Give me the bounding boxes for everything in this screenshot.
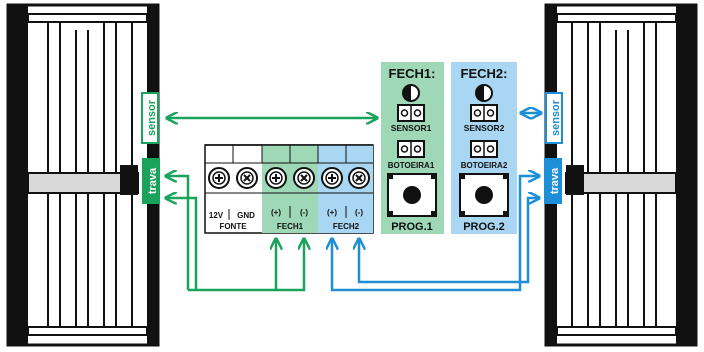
fech1-panel: FECH1: SENSOR1 BOTOEIRA1 bbox=[381, 62, 444, 234]
label-fonte: FONTE bbox=[219, 222, 247, 231]
terminal-block: 12V GND FONTE (+) (-) FECH1 (+) (-) FECH… bbox=[204, 144, 374, 234]
fech2-title: FECH2: bbox=[461, 66, 508, 81]
sensor2-label: SENSOR2 bbox=[464, 123, 505, 133]
label-fech1: FECH1 bbox=[277, 222, 304, 231]
blue-trava-wires bbox=[332, 176, 538, 292]
sensor2-connector bbox=[470, 104, 498, 122]
left-sensor-text: sensor bbox=[146, 99, 158, 136]
sensor1-label: SENSOR1 bbox=[391, 123, 432, 133]
botoeira2-connector bbox=[470, 140, 498, 158]
sensor1-connector bbox=[397, 104, 425, 122]
botoeira1-label: BOTOEIRA1 bbox=[388, 161, 435, 170]
left-sensor-label: sensor bbox=[141, 92, 159, 144]
green-trava-wires bbox=[167, 176, 304, 292]
terminal-screw-fech2-plus bbox=[321, 167, 343, 189]
fech1-title: FECH1: bbox=[389, 66, 436, 81]
label-fech1-plus: (+) bbox=[271, 208, 281, 217]
fech1-half-circle-icon bbox=[402, 84, 420, 102]
left-trava-text: trava bbox=[147, 167, 159, 194]
terminal-screw-12v bbox=[208, 167, 230, 189]
right-trava-label: trava bbox=[544, 158, 562, 204]
label-fech2: FECH2 bbox=[333, 222, 360, 231]
label-fech1-minus: (-) bbox=[300, 208, 308, 217]
fech2-half-circle-icon bbox=[475, 84, 493, 102]
label-fech2-minus: (-) bbox=[355, 208, 363, 217]
terminal-screw-fech1-minus bbox=[293, 167, 315, 189]
prog2-button[interactable] bbox=[459, 173, 509, 217]
prog2-label: PROG.2 bbox=[463, 221, 505, 233]
botoeira1-connector bbox=[397, 140, 425, 158]
prog1-button[interactable] bbox=[387, 173, 437, 217]
fech2-panel: FECH2: SENSOR2 BOTOEIRA2 PROG.2 bbox=[451, 62, 517, 234]
terminal-screw-fech2-minus bbox=[348, 167, 370, 189]
left-trava-label: trava bbox=[142, 158, 160, 204]
botoeira2-label: BOTOEIRA2 bbox=[461, 161, 508, 170]
terminal-screw-fech1-plus bbox=[265, 167, 287, 189]
prog1-label: PROG.1 bbox=[391, 221, 433, 233]
right-sensor-label: sensor bbox=[545, 92, 563, 144]
label-fech2-plus: (+) bbox=[327, 208, 337, 217]
label-12v: 12V bbox=[209, 211, 224, 220]
left-gate bbox=[6, 3, 160, 347]
label-gnd: GND bbox=[237, 211, 255, 220]
right-gate bbox=[544, 3, 698, 347]
terminal-screw-gnd bbox=[236, 167, 258, 189]
right-trava-text: trava bbox=[549, 167, 561, 194]
right-sensor-text: sensor bbox=[550, 99, 562, 136]
